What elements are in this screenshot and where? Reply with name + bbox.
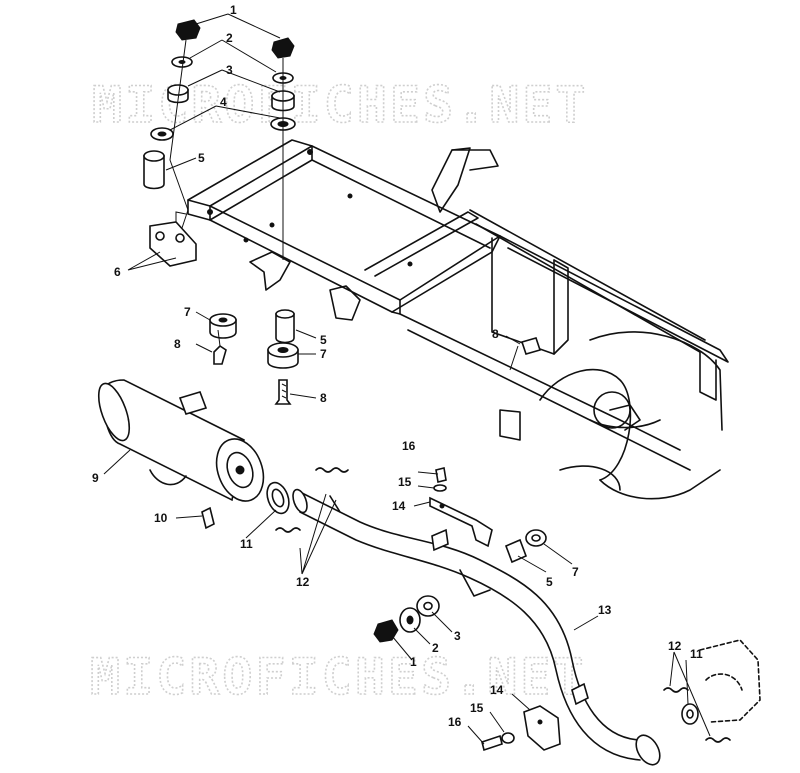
callout-10: 10 [154,511,168,525]
pipe-bracket-lower [523,705,561,751]
upper-bolt-washer [433,467,447,492]
callout-9: 9 [92,471,99,485]
callout-5-top: 5 [198,151,205,165]
frame-assembly [187,139,729,500]
muffler-gasket [266,481,290,515]
callout-8-left: 8 [174,337,181,351]
rear-bolt [509,337,542,371]
callout-3-lower: 3 [454,629,461,643]
callout-16-lower: 16 [448,715,462,729]
lower-mount-hardware [373,595,440,643]
callout-8-center: 8 [320,391,327,405]
callout-15-lower: 15 [470,701,484,715]
pipe-bracket-upper [429,496,493,548]
lower-bolt-washer [481,732,515,752]
callout-13: 13 [598,603,612,617]
bracket-part-6 [149,211,197,267]
callout-2-top: 2 [226,31,233,45]
muffler [97,379,265,502]
muffler-bolt [201,506,215,530]
callout-5-pipe: 5 [546,575,553,589]
exhaust-port-gasket [681,703,699,725]
exhaust-springs-left [275,467,349,533]
callout-7-left: 7 [184,305,191,319]
callout-11-right: 11 [690,647,703,661]
callout-12-right: 12 [668,639,682,653]
cylinder-exhaust-port [699,639,761,723]
callout-1-lower: 1 [410,655,417,669]
callout-16-upper: 16 [402,439,416,453]
callout-1-top: 1 [230,3,237,17]
callout-6: 6 [114,265,121,279]
callout-5-center: 5 [320,333,327,347]
center-mount-bushing [267,309,299,405]
callout-labels: 1 2 3 4 5 6 7 8 5 7 8 8 9 10 11 12 16 15… [92,3,703,729]
callout-14-upper: 14 [392,499,406,513]
pipe-bushings-upper [504,529,547,564]
callout-4: 4 [220,95,227,109]
watermark-bottom: MICROFICHES.NET [90,648,587,706]
callout-3-top: 3 [226,63,233,77]
watermark-top: MICROFICHES.NET [92,76,589,134]
callout-7-pipe: 7 [572,565,579,579]
callout-11-left: 11 [240,537,253,551]
left-mount-bushing [209,313,237,365]
leader-lines [103,13,711,745]
callout-8-right: 8 [492,327,499,341]
callout-7-center: 7 [320,347,327,361]
exhaust-head-pipe [292,488,661,766]
callout-15-upper: 15 [398,475,412,489]
callout-14-lower: 14 [490,683,504,697]
callout-2-lower: 2 [432,641,439,655]
exhaust-springs-right [663,687,731,743]
callout-12-left: 12 [296,575,310,589]
